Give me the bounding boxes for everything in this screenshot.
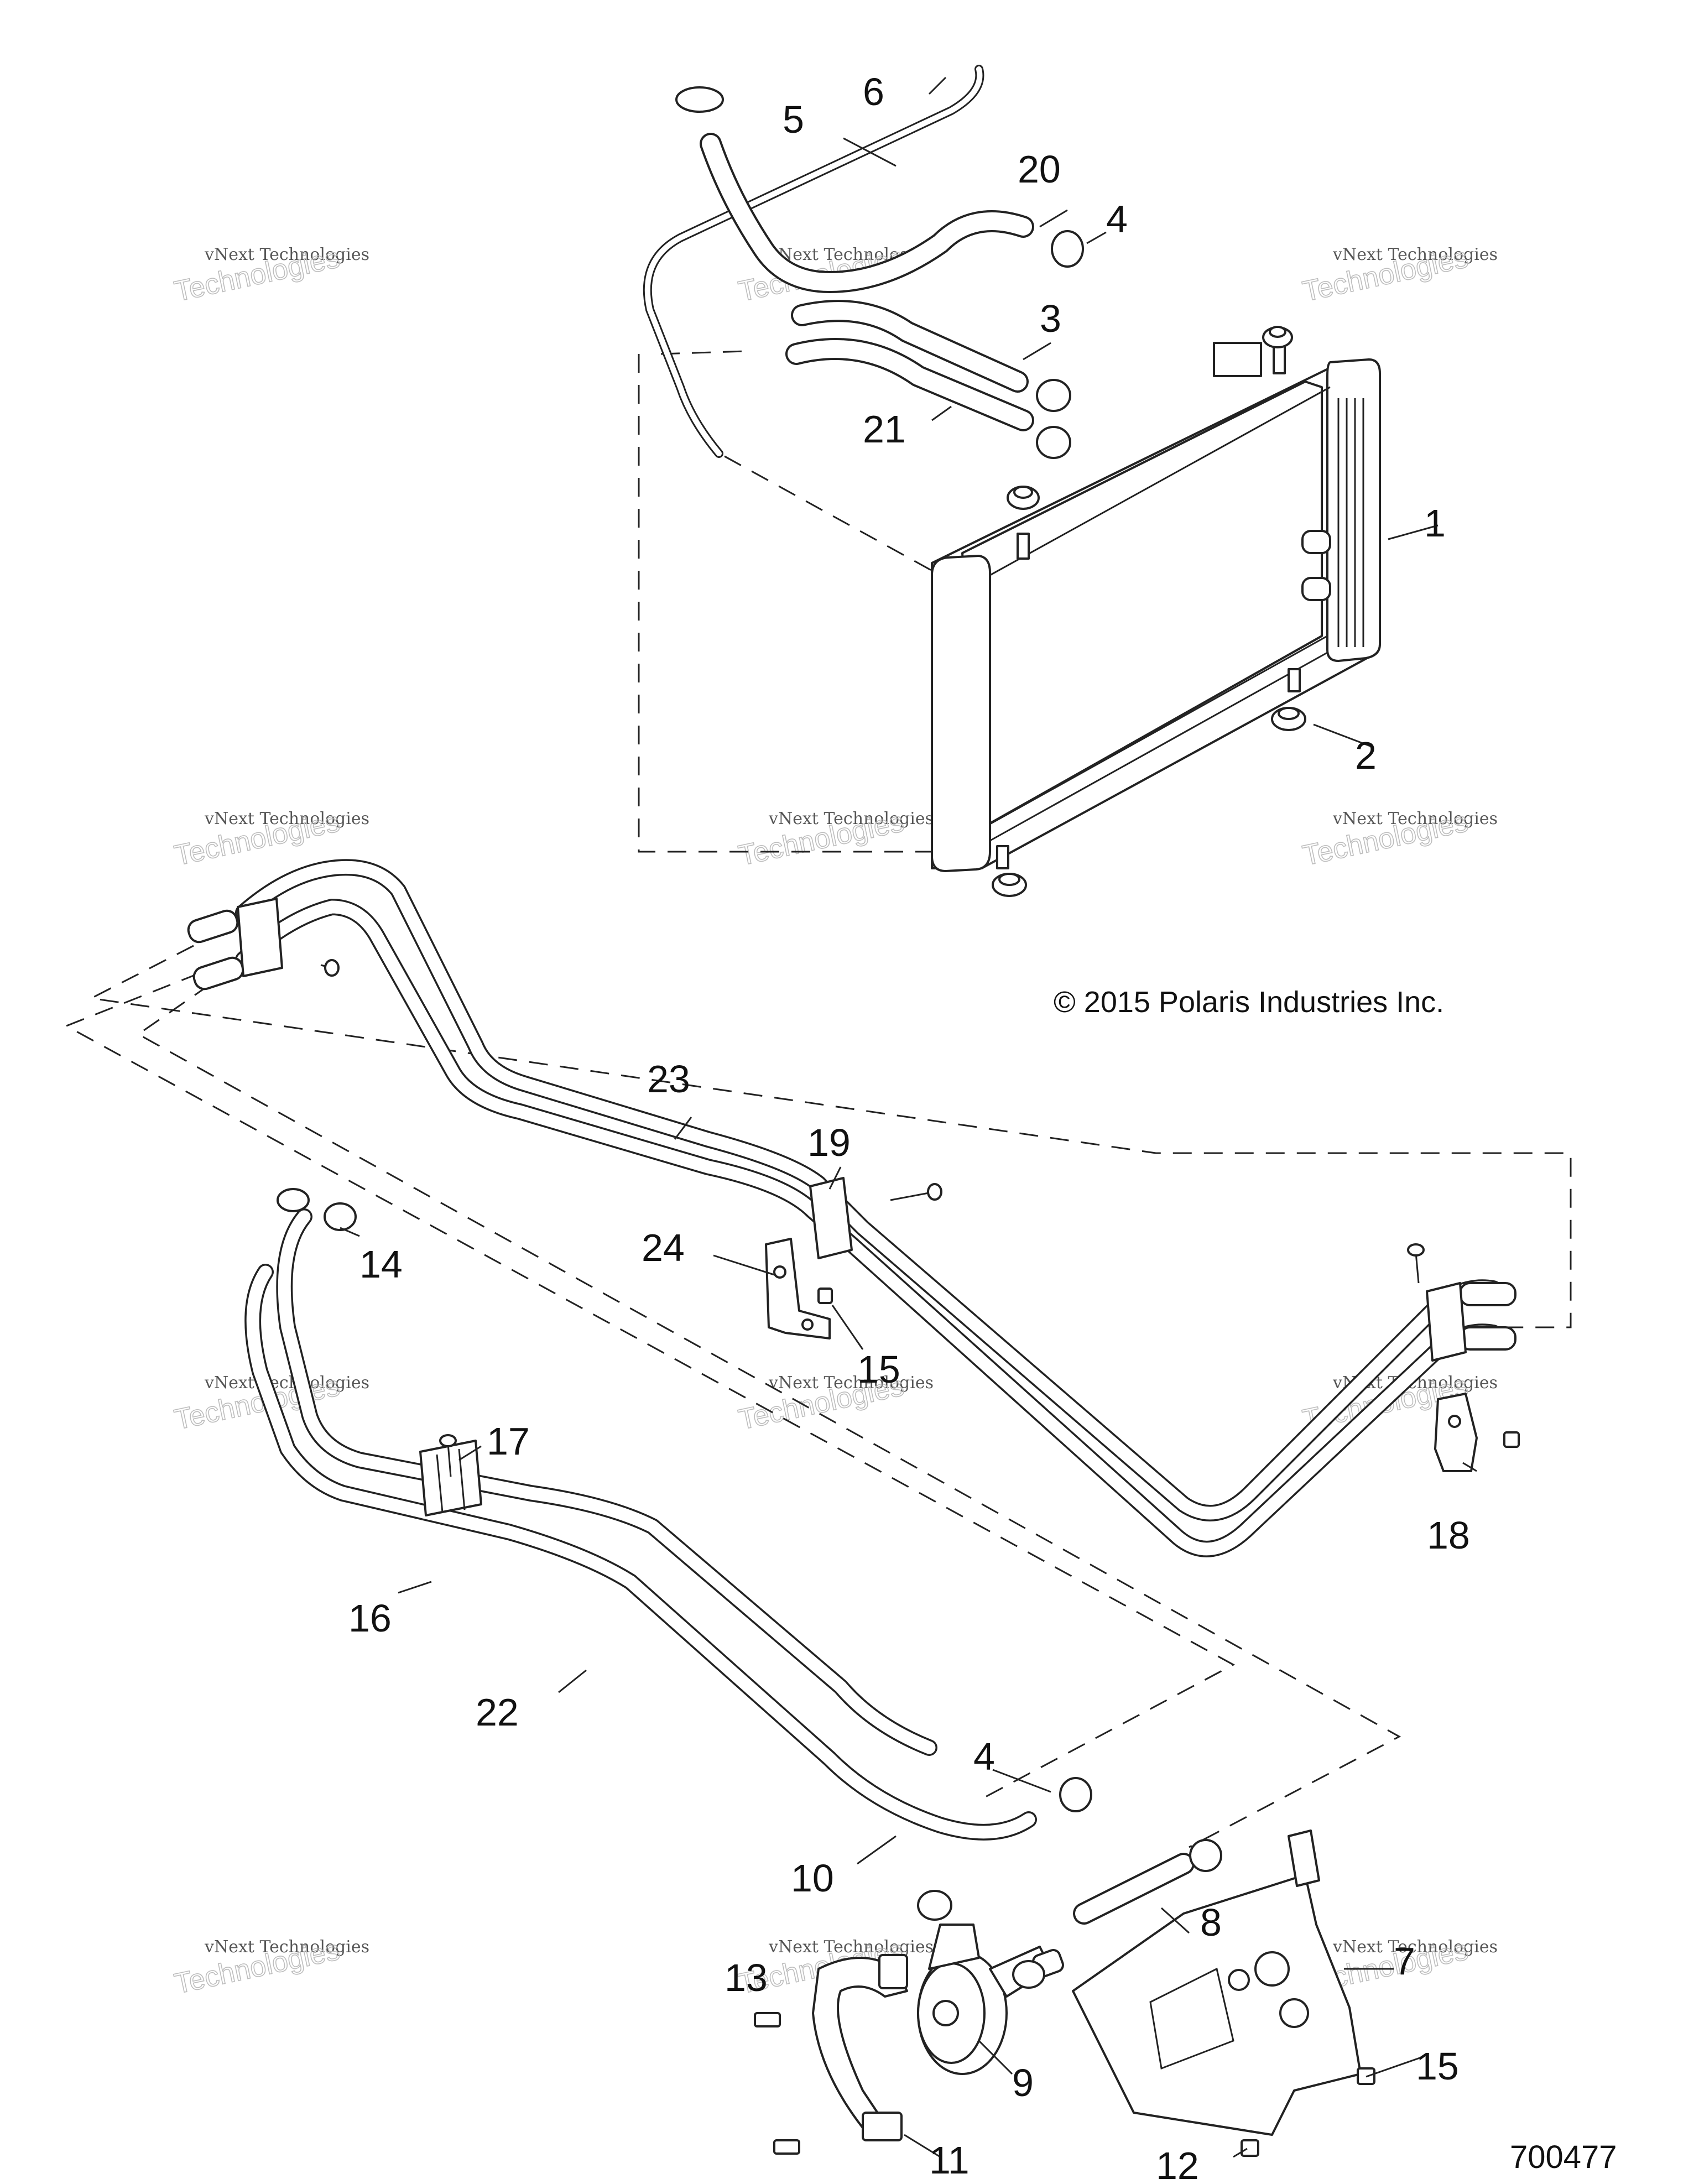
bracket-icon [812, 1954, 908, 2141]
drawing-number: 700477 [1510, 2139, 1617, 2175]
watermark-8: vNext Technologies Technologies [736, 1369, 934, 1436]
callout-23: 23 [647, 1057, 690, 1101]
watermark-5: vNext Technologies Technologies [736, 805, 934, 872]
callout-11: 11 [929, 2139, 970, 2182]
callout-20: 20 [1018, 148, 1061, 191]
pipe-clip-icon [237, 898, 1467, 1362]
bolt-icon [320, 959, 1520, 2157]
bracket-icon [765, 1238, 831, 1339]
hose-icon [643, 65, 1034, 458]
svg-text:vNext Technologies: vNext Technologies [768, 809, 934, 828]
bracket-icon [1434, 1393, 1478, 1472]
callout-2: 2 [1355, 734, 1377, 777]
callouts: 1 2 3 4 4 5 6 7 8 9 10 11 12 13 14 15 15… [348, 70, 1470, 2184]
water-pump-icon [917, 1924, 1064, 2075]
hose-icon [244, 1208, 1037, 1841]
callout-22: 22 [476, 1691, 519, 1734]
svg-text:vNext Technologies: vNext Technologies [204, 245, 369, 264]
callout-21: 21 [863, 408, 906, 451]
hose-icon [187, 859, 1516, 1557]
watermark-3: vNext Technologies Technologies [1300, 241, 1498, 308]
copyright-notice: © 2015 Polaris Industries Inc. [1054, 986, 1444, 1019]
svg-text:vNext Technologies: vNext Technologies [768, 1373, 934, 1393]
svg-text:vNext Technologies: vNext Technologies [1332, 245, 1498, 264]
callout-12: 12 [1156, 2144, 1199, 2184]
callout-4: 4 [1106, 197, 1128, 241]
pipe-clip-icon [419, 1440, 482, 1516]
callout-14: 14 [359, 1243, 403, 1286]
callout-6: 6 [863, 70, 884, 113]
svg-text:vNext Technologies: vNext Technologies [204, 1373, 369, 1393]
callout-24: 24 [642, 1226, 685, 1269]
watermark-1: vNext Technologies Technologies [171, 241, 369, 308]
grommet-icon [992, 326, 1306, 897]
leader-lines [340, 76, 1477, 2158]
svg-text:vNext Technologies: vNext Technologies [204, 1937, 369, 1957]
svg-text:vNext Technologies: vNext Technologies [1332, 1937, 1498, 1957]
callout-1: 1 [1424, 502, 1446, 545]
callout-13: 13 [725, 1956, 768, 1999]
callout-15b: 15 [1416, 2045, 1459, 2088]
callout-16: 16 [348, 1597, 392, 1640]
callout-7: 7 [1394, 1940, 1415, 1983]
bracket-icon [1072, 1829, 1362, 2136]
assembly-lines [64, 350, 1572, 1848]
callout-17: 17 [487, 1420, 530, 1463]
callout-18: 18 [1427, 1514, 1470, 1557]
radiator-icon [931, 339, 1381, 872]
watermark-6: vNext Technologies Technologies [1300, 805, 1498, 872]
watermark-10: vNext Technologies Technologies [171, 1933, 369, 2000]
svg-text:vNext Technologies: vNext Technologies [204, 809, 369, 828]
callout-3: 3 [1040, 297, 1061, 340]
callout-19: 19 [807, 1121, 851, 1164]
hose-clamp-icon [277, 86, 1222, 1989]
svg-text:vNext Technologies: vNext Technologies [1332, 809, 1498, 828]
hose-icon [1073, 1853, 1195, 1925]
callout-4b: 4 [973, 1735, 995, 1778]
callout-15: 15 [857, 1348, 900, 1391]
callout-8: 8 [1200, 1901, 1222, 1944]
callout-5: 5 [783, 98, 804, 141]
svg-text:vNext Technologies: vNext Technologies [768, 1937, 934, 1957]
callout-9: 9 [1012, 2061, 1034, 2104]
callout-10: 10 [791, 1857, 834, 1900]
